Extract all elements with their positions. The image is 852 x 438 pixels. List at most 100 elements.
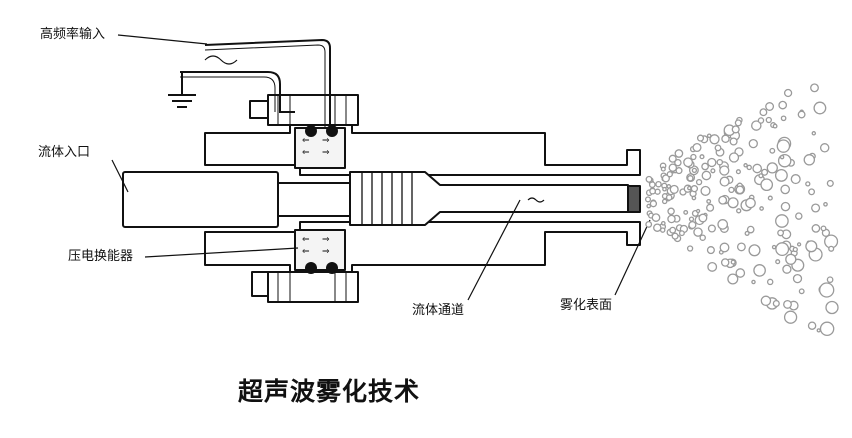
piezo-lower — [294, 229, 346, 271]
spray-droplet — [669, 184, 679, 194]
spray-droplet — [721, 134, 730, 144]
spray-droplet — [779, 154, 785, 160]
spray-droplet — [751, 120, 762, 131]
spray-droplet — [649, 200, 658, 208]
spray-droplet — [819, 143, 830, 153]
spray-droplet — [819, 282, 835, 298]
spray-droplet — [766, 278, 774, 286]
ground-symbol — [168, 72, 196, 108]
spray-droplet — [744, 230, 750, 236]
spray-droplet — [745, 197, 756, 209]
lower-nut-threads — [277, 272, 347, 302]
spray-droplet — [661, 198, 668, 205]
upper-nut-threads — [277, 95, 347, 125]
spray-droplet — [772, 123, 778, 129]
spray-droplet — [780, 201, 791, 212]
atomizing-tip — [627, 185, 641, 213]
spray-droplet — [720, 258, 730, 267]
spray-droplet — [751, 279, 756, 285]
spray-droplet — [707, 157, 717, 168]
spray-droplet — [645, 220, 653, 228]
svg-text:⇒: ⇒ — [322, 136, 330, 146]
spray-droplet — [752, 163, 763, 174]
spray-droplet — [730, 259, 736, 265]
spray-droplets — [644, 83, 839, 337]
spray-droplet — [706, 198, 712, 204]
spray-droplet — [777, 229, 785, 237]
spray-droplet — [819, 321, 835, 337]
spray-droplet — [759, 206, 764, 211]
spray-droplet — [707, 224, 716, 233]
spray-droplet — [653, 223, 662, 232]
spray-droplet — [746, 225, 755, 234]
spray-droplet — [659, 227, 666, 233]
spray-droplet — [758, 173, 764, 179]
spray-droplet — [716, 158, 724, 166]
spray-droplet — [728, 186, 735, 194]
label-transducer: 压电换能器 — [68, 249, 134, 264]
spray-droplet — [825, 300, 839, 315]
svg-text:⇒: ⇒ — [322, 235, 330, 245]
spray-droplet — [675, 167, 683, 175]
spray-droplet — [700, 185, 711, 196]
label-fluid-channel: 流体通道 — [412, 303, 465, 318]
spray-droplet — [661, 174, 670, 183]
housing-upper — [204, 124, 641, 176]
spray-droplet — [699, 234, 706, 241]
spray-droplet — [807, 321, 817, 330]
spray-droplet — [674, 158, 682, 167]
spray-droplet — [668, 163, 678, 172]
spray-droplet — [692, 142, 702, 153]
piezo-arrows: ⇐⇒ ⇐⇒ ⇐⇒ ⇐⇒ — [302, 136, 330, 257]
spray-droplet — [757, 117, 765, 124]
spray-droplet — [674, 149, 684, 158]
spray-droplet — [646, 203, 652, 209]
spray-droplet — [761, 168, 769, 176]
spray-droplet — [759, 108, 768, 117]
spray-droplet — [765, 102, 775, 111]
spray-droplet — [731, 125, 740, 134]
spray-droplet — [660, 166, 666, 172]
spray-droplet — [645, 175, 653, 183]
spray-droplet — [797, 110, 806, 119]
spray-droplet — [792, 246, 798, 253]
spray-droplet — [823, 201, 828, 207]
spray-droplet — [769, 147, 776, 154]
svg-text:⇐: ⇐ — [302, 235, 310, 245]
spray-droplet — [667, 214, 676, 224]
spray-droplet — [780, 184, 791, 195]
spray-droplet — [753, 264, 766, 277]
spray-droplet — [775, 214, 789, 228]
svg-text:⇐: ⇐ — [302, 148, 310, 158]
upper-nut — [267, 94, 359, 126]
spray-droplet — [813, 101, 827, 115]
fluid-inlet-tube — [122, 171, 279, 228]
spray-droplet — [798, 288, 805, 295]
spray-droplet — [775, 242, 790, 257]
spray-droplet — [651, 213, 661, 222]
spray-droplet — [792, 273, 803, 284]
spray-droplet — [655, 180, 662, 188]
spray-droplet — [706, 133, 712, 139]
label-atomizing-surface: 雾化表面 — [560, 298, 613, 313]
svg-text:⇐: ⇐ — [302, 247, 310, 257]
spray-droplet — [727, 197, 739, 209]
spray-droplet — [706, 203, 715, 212]
spray-droplet — [748, 138, 758, 149]
lower-nut — [267, 271, 359, 303]
spray-droplet — [760, 295, 772, 307]
spray-droplet — [771, 244, 777, 250]
signal-wave — [204, 55, 238, 65]
spray-droplet — [748, 244, 761, 257]
spray-droplet — [808, 188, 816, 196]
spray-droplet — [695, 178, 703, 186]
spray-droplet — [688, 220, 697, 230]
page-title: 超声波雾化技术 — [238, 377, 421, 406]
spray-droplet — [688, 216, 695, 222]
spray-droplet — [707, 261, 718, 272]
spray-droplet — [783, 88, 793, 98]
spray-droplet — [686, 245, 694, 252]
spray-droplet — [696, 134, 705, 142]
spray-droplet — [811, 131, 817, 136]
spray-droplet — [765, 116, 772, 124]
